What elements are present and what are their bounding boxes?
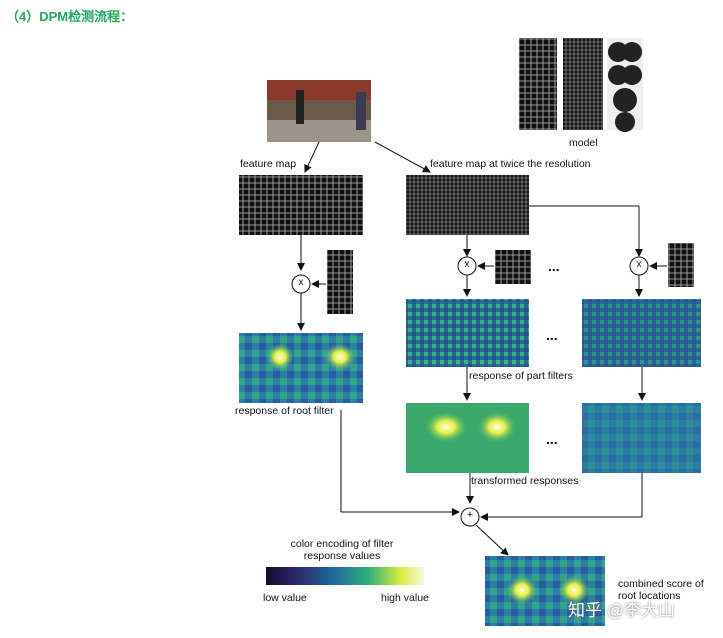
label-high-value: high value [381, 592, 429, 604]
multiply-op-partn: x [636, 259, 642, 270]
root-filter-image [327, 250, 353, 314]
root-response-heatmap [239, 333, 363, 403]
label-feature-map-twice: feature map at twice the resolution [430, 158, 591, 170]
watermark: 知乎 @李大山 [568, 601, 675, 620]
color-encoding-bar [266, 567, 424, 585]
transformed-response-1-heatmap [406, 403, 529, 473]
multiply-op-part1: x [464, 259, 470, 270]
label-response-root: response of root filter [235, 405, 334, 417]
label-model: model [569, 137, 598, 149]
ellipsis-filters: ... [548, 258, 560, 274]
combined-score-heatmap [485, 556, 605, 626]
label-combined: combined score of root locations [618, 578, 704, 602]
model-images [519, 38, 643, 132]
ellipsis-transformed: ... [546, 431, 558, 447]
label-transformed: transformed responses [471, 475, 579, 487]
part-response-1-heatmap [406, 299, 529, 367]
ellipsis-responses: ... [546, 327, 558, 343]
add-op: + [466, 509, 474, 521]
label-response-part: response of part filters [469, 370, 573, 382]
label-color-encoding: color encoding of filter response values [290, 538, 394, 562]
part-filter-n-image [668, 243, 694, 287]
label-low-value: low value [263, 592, 307, 604]
label-feature-map: feature map [240, 158, 297, 170]
part-filter-1-image [495, 250, 531, 284]
add-node [460, 507, 480, 527]
feature-map-twice-image [406, 175, 529, 235]
feature-map-image [239, 175, 363, 235]
multiply-op-root: x [298, 277, 304, 288]
input-photo [267, 80, 371, 142]
section-heading: （4）DPM检测流程： [6, 9, 134, 24]
